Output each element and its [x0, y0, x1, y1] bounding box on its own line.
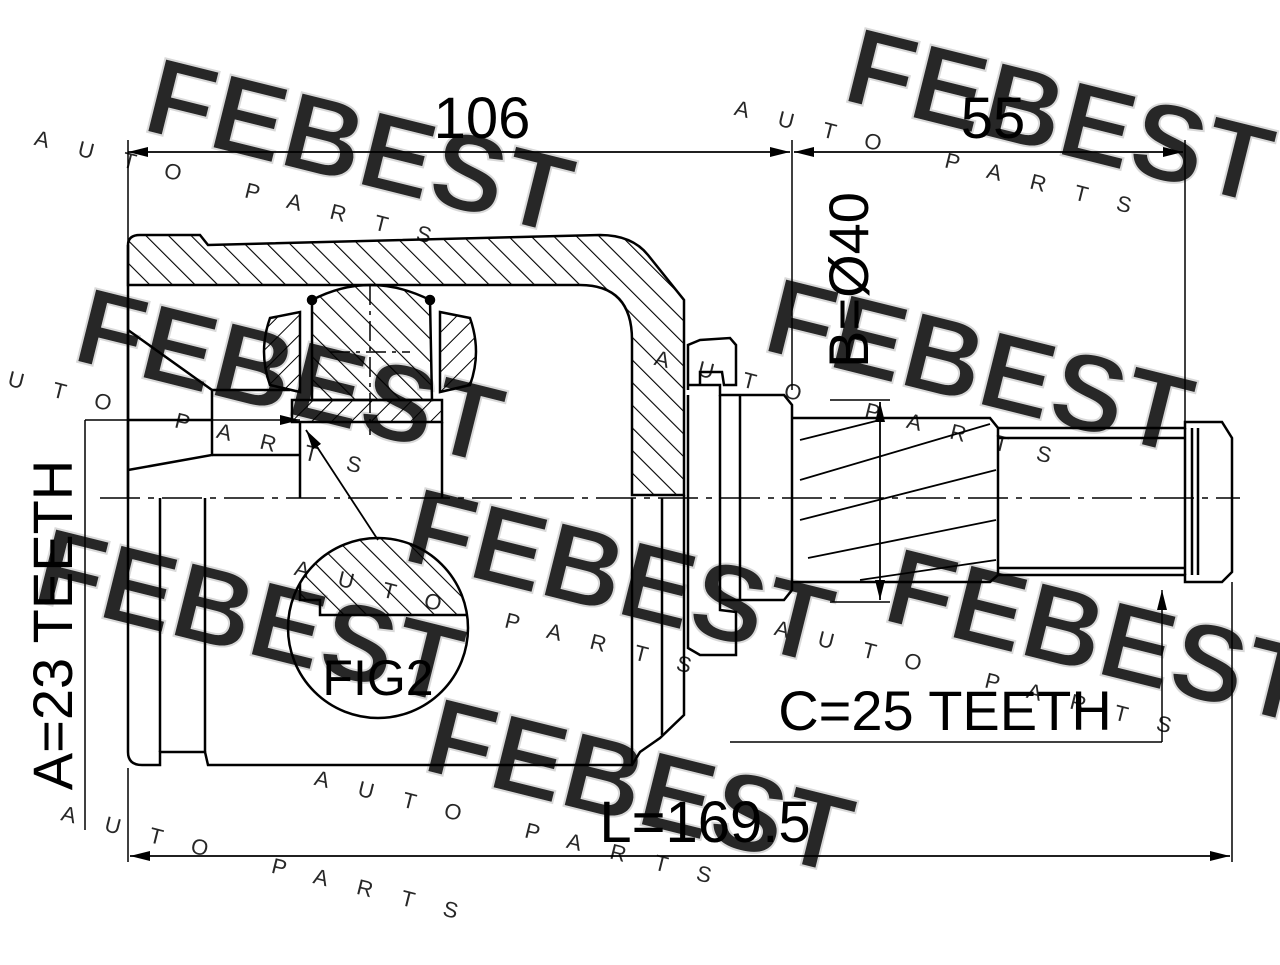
stem-shaft: [686, 336, 1234, 657]
dimension-55-label: 55: [961, 86, 1026, 151]
fig2-detail: FIG2: [286, 429, 470, 720]
tripod-assembly: [262, 283, 478, 498]
dimension-c: C=25 TEETH: [730, 590, 1167, 743]
dimension-b: B=Ø40: [817, 192, 890, 603]
watermark-sub: AUTO PARTS: [59, 801, 490, 931]
fig2-label: FIG2: [322, 650, 433, 706]
dimension-106-label: 106: [434, 86, 531, 151]
dimension-55: 55: [794, 86, 1186, 422]
dimension-a: A=23 TEETH: [21, 415, 300, 830]
dimension-b-label: B=Ø40: [817, 192, 880, 368]
dimension-l: L=169.5: [127, 582, 1233, 862]
dimension-a-label: A=23 TEETH: [21, 460, 84, 790]
dimension-l-label: L=169.5: [599, 790, 810, 855]
dimension-106: 106: [127, 86, 793, 390]
dimension-c-label: C=25 TEETH: [778, 679, 1112, 742]
